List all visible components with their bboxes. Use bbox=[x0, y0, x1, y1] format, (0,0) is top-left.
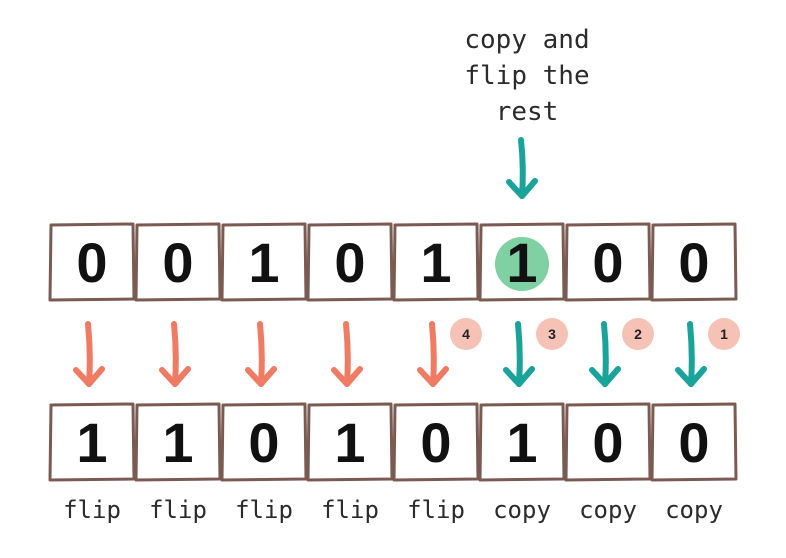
bottom-box-4 bbox=[392, 402, 480, 482]
operation-labels-row: flip flip flip flip flip copy copy copy bbox=[63, 496, 723, 524]
operation-label-5: copy bbox=[493, 496, 551, 524]
annotation-line-1: copy and bbox=[464, 25, 589, 55]
copy-arrow-icon-6 bbox=[589, 321, 621, 387]
bottom-box-6 bbox=[564, 402, 652, 482]
bottom-box-1 bbox=[134, 402, 222, 482]
top-box-1 bbox=[134, 222, 222, 302]
step-badge-1 bbox=[708, 318, 740, 350]
arrows-row: 4 3 2 1 bbox=[73, 318, 740, 387]
top-digit-2: 1 bbox=[248, 231, 279, 294]
operation-label-6: copy bbox=[579, 496, 637, 524]
flip-arrow-icon-3 bbox=[331, 321, 363, 387]
top-digit-0: 0 bbox=[76, 231, 107, 294]
bottom-digit-5: 1 bbox=[506, 411, 537, 474]
annotation-line-2: flip the bbox=[464, 61, 589, 91]
top-digit-7: 0 bbox=[678, 231, 709, 294]
top-digit-5: 1 bbox=[506, 231, 537, 294]
step-badge-4 bbox=[450, 318, 482, 350]
top-digit-4: 1 bbox=[420, 231, 451, 294]
annotation-arrow-icon bbox=[506, 137, 538, 199]
top-box-7 bbox=[650, 222, 738, 302]
top-box-0 bbox=[48, 222, 136, 302]
operation-label-2: flip bbox=[235, 496, 293, 524]
bottom-digit-3: 1 bbox=[334, 411, 365, 474]
bottom-box-2 bbox=[220, 402, 308, 482]
bottom-box-0 bbox=[48, 402, 136, 482]
operation-label-4: flip bbox=[407, 496, 465, 524]
operation-label-7: copy bbox=[665, 496, 723, 524]
top-digit-1: 0 bbox=[162, 231, 193, 294]
top-box-2 bbox=[220, 222, 308, 302]
bottom-box-5 bbox=[478, 402, 566, 482]
operation-label-3: flip bbox=[321, 496, 379, 524]
top-digit-6: 0 bbox=[592, 231, 623, 294]
copy-arrow-icon-5 bbox=[503, 321, 535, 387]
bottom-digit-4: 0 bbox=[420, 411, 451, 474]
step-badge-2 bbox=[622, 318, 654, 350]
copy-arrow-icon-7 bbox=[675, 321, 707, 387]
top-box-4 bbox=[392, 222, 480, 302]
bottom-digit-7: 0 bbox=[678, 411, 709, 474]
top-highlight-circle bbox=[495, 237, 549, 291]
annotation-line-3: rest bbox=[496, 97, 559, 127]
bottom-digit-0: 1 bbox=[76, 411, 107, 474]
step-badge-3 bbox=[536, 318, 568, 350]
top-box-6 bbox=[564, 222, 652, 302]
top-digit-3: 0 bbox=[334, 231, 365, 294]
bottom-digit-2: 0 bbox=[248, 411, 279, 474]
annotation-arrow-shape bbox=[506, 137, 538, 199]
bottom-digit-1: 1 bbox=[162, 411, 193, 474]
flip-arrow-icon-0 bbox=[73, 321, 105, 387]
bottom-box-7 bbox=[650, 402, 738, 482]
step-badge-label-4: 4 bbox=[462, 326, 470, 342]
flip-arrow-icon-1 bbox=[159, 321, 191, 387]
operation-label-0: flip bbox=[63, 496, 121, 524]
flip-arrow-icon-4 bbox=[417, 321, 449, 387]
bottom-box-3 bbox=[306, 402, 394, 482]
bottom-digit-6: 0 bbox=[592, 411, 623, 474]
step-badge-label-3: 3 bbox=[548, 326, 556, 342]
operation-label-1: flip bbox=[149, 496, 207, 524]
step-badge-label-1: 1 bbox=[720, 326, 728, 342]
flip-arrow-icon-2 bbox=[245, 321, 277, 387]
top-box-3 bbox=[306, 222, 394, 302]
step-badge-label-2: 2 bbox=[634, 326, 642, 342]
